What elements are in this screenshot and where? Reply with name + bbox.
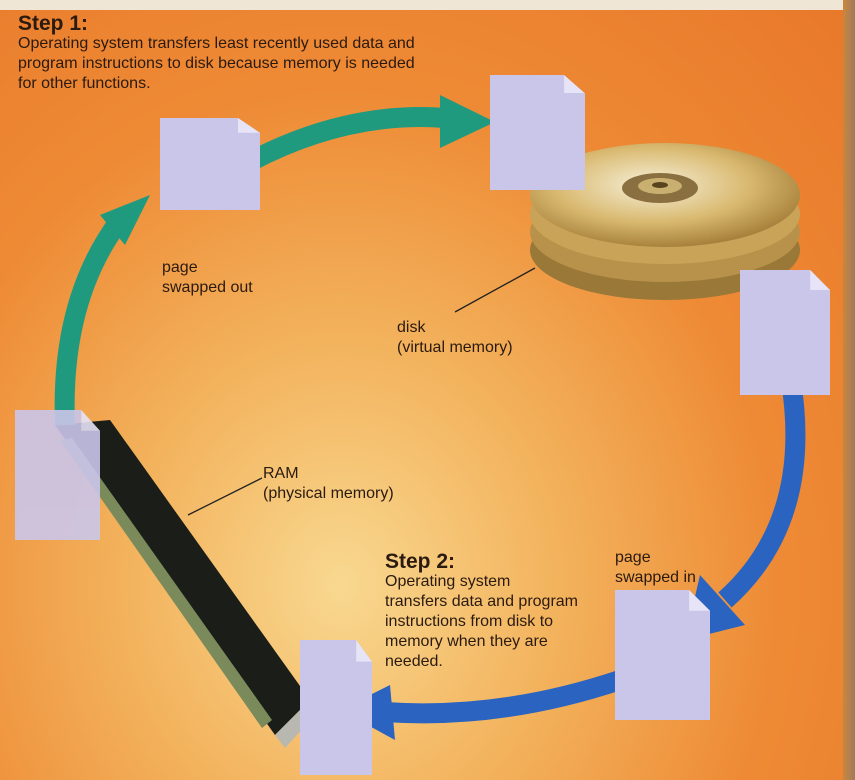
disk-icon xyxy=(530,143,800,300)
step2-line: instructions from disk to xyxy=(385,613,554,630)
page-icon xyxy=(615,590,710,720)
step2-line: Operating system xyxy=(385,573,511,590)
disk-pointer xyxy=(454,267,536,313)
page-margin xyxy=(0,0,855,10)
label-line: RAM xyxy=(263,465,299,482)
label-line: swapped out xyxy=(162,279,253,296)
step1-block: Step 1: Operating system transfers least… xyxy=(18,12,415,94)
label-line: (physical memory) xyxy=(263,485,394,502)
page-icon xyxy=(490,75,585,190)
page-edge xyxy=(843,0,855,780)
step1-line: program instructions to disk because mem… xyxy=(18,55,415,72)
ram-label: RAM (physical memory) xyxy=(263,464,394,504)
label-line: page xyxy=(162,259,198,276)
step1-line: for other functions. xyxy=(18,75,151,92)
swap-in-arrow xyxy=(384,373,806,724)
step2-line: needed. xyxy=(385,653,443,670)
label-line: (virtual memory) xyxy=(397,339,513,356)
step1-line: Operating system transfers least recentl… xyxy=(18,35,415,52)
step2-block: Step 2: Operating system transfers data … xyxy=(385,550,578,672)
ram-pointer xyxy=(187,477,263,516)
page-icon xyxy=(740,270,830,395)
step2-line: transfers data and program xyxy=(385,593,578,610)
page-swapped-out-label: page swapped out xyxy=(162,258,253,298)
label-line: disk xyxy=(397,319,426,336)
step2-line: memory when they are xyxy=(385,633,548,650)
step2-title: Step 2: xyxy=(385,550,456,573)
swap-out-arrow xyxy=(54,107,446,426)
arrowhead-icon xyxy=(440,95,495,148)
page-swapped-in-label: page swapped in xyxy=(615,548,696,588)
arrowhead-icon xyxy=(100,195,150,245)
label-line: page xyxy=(615,549,651,566)
page-icon xyxy=(300,640,372,775)
page-icon xyxy=(160,118,260,210)
disk-label: disk (virtual memory) xyxy=(397,318,513,358)
step1-title: Step 1: xyxy=(18,12,89,35)
page-icon xyxy=(15,410,100,540)
label-line: swapped in xyxy=(615,569,696,586)
